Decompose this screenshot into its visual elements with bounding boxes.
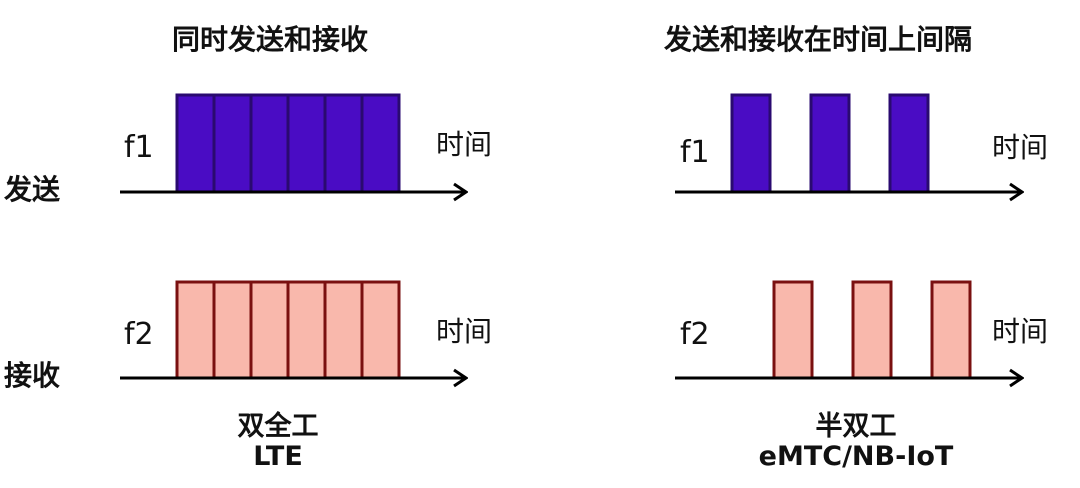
send-slot-6 [360,93,401,194]
send-burst-2 [809,93,851,194]
receive-burst-3 [930,280,972,380]
right-freq-f1: f1 [680,135,710,170]
send-burst-3 [888,93,930,194]
row-label-receive: 接收 [4,359,61,392]
right-panel-title: 发送和接收在时间上间隔 [664,23,973,56]
left-caption-mode: 双全工 [237,411,319,442]
receive-slot-3 [249,280,290,380]
half-duplex-send-bursts [730,93,930,194]
send-slot-1 [175,93,216,194]
right-send-axis-label: 时间 [992,131,1049,164]
right-caption-mode: 半双工 [815,411,897,442]
receive-slot-5 [323,280,364,380]
receive-slot-6 [360,280,401,380]
receive-slot-1 [175,280,216,380]
left-receive-axis-label: 时间 [436,315,493,348]
right-receive-axis-label: 时间 [992,315,1049,348]
right-freq-f2: f2 [680,317,710,352]
send-burst-1 [730,93,772,194]
full-duplex-send-block [175,93,401,194]
half-duplex-receive-bursts [772,280,972,380]
receive-burst-2 [851,280,893,380]
send-slot-5 [323,93,364,194]
left-freq-f2: f2 [124,317,154,352]
left-panel-title: 同时发送和接收 [172,23,369,56]
receive-burst-1 [772,280,814,380]
left-caption-tech: LTE [253,440,303,472]
left-freq-f1: f1 [124,130,154,165]
full-duplex-receive-block [175,280,401,380]
right-caption: 半双工 eMTC/NB-IoT [736,412,976,471]
left-send-axis-label: 时间 [436,128,493,161]
receive-slot-2 [212,280,253,380]
send-slot-3 [249,93,290,194]
send-slot-2 [212,93,253,194]
receive-slot-4 [286,280,327,380]
left-caption: 双全工 LTE [208,412,348,471]
right-caption-tech: eMTC/NB-IoT [758,440,954,472]
send-slot-4 [286,93,327,194]
row-label-send: 发送 [4,173,61,206]
